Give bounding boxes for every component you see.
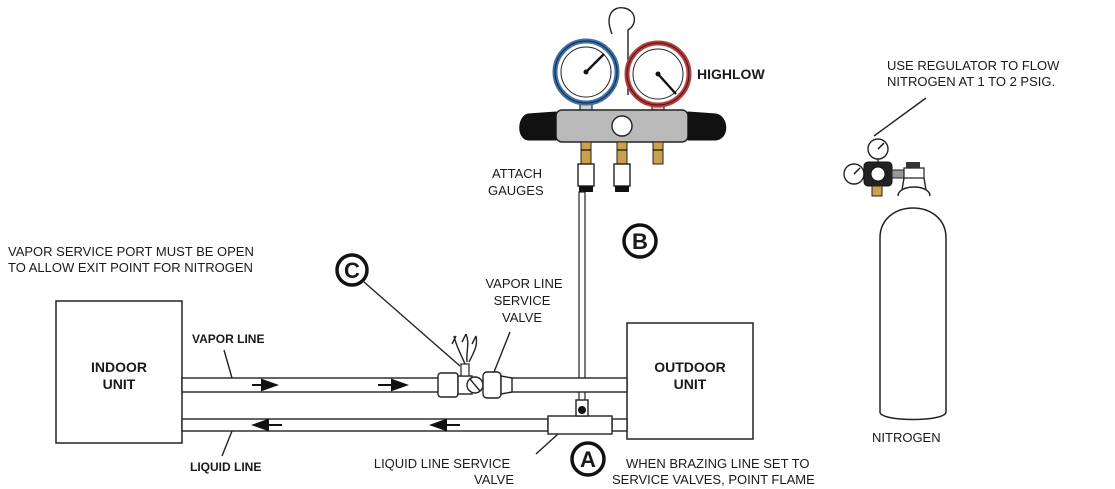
nitrogen-label: NITROGEN [872,430,941,445]
svg-text:C: C [344,258,360,283]
cylinder-body [879,207,947,421]
manifold-gauge-set [519,7,727,192]
liquid-line-label: LIQUID LINE [190,460,261,474]
vapor-service-valve [437,333,513,399]
svg-text:A: A [580,447,596,472]
high-side-gauge [624,40,692,108]
vapor-line [181,377,628,393]
manifold-ports [580,141,664,165]
callout-c: C [335,253,461,367]
liquid-service-valve [547,399,613,435]
outdoor-unit [626,322,754,440]
indoor-unit [55,300,183,444]
regulator-leader-line [873,97,927,137]
svg-text:B: B [632,229,648,254]
callout-a: A [570,441,606,477]
left-knob [519,111,557,141]
manifold-hook [608,7,635,95]
vapor-line-label: VAPOR LINE [192,332,264,346]
right-knob [687,111,727,141]
low-side-gauge [552,38,620,106]
nitrogen-regulator [843,138,907,197]
high-low-label: HIGHLOW [697,66,765,82]
nitrogen-cylinder [879,162,947,421]
callout-b: B [622,223,658,259]
nitrogen-hose [618,192,877,219]
